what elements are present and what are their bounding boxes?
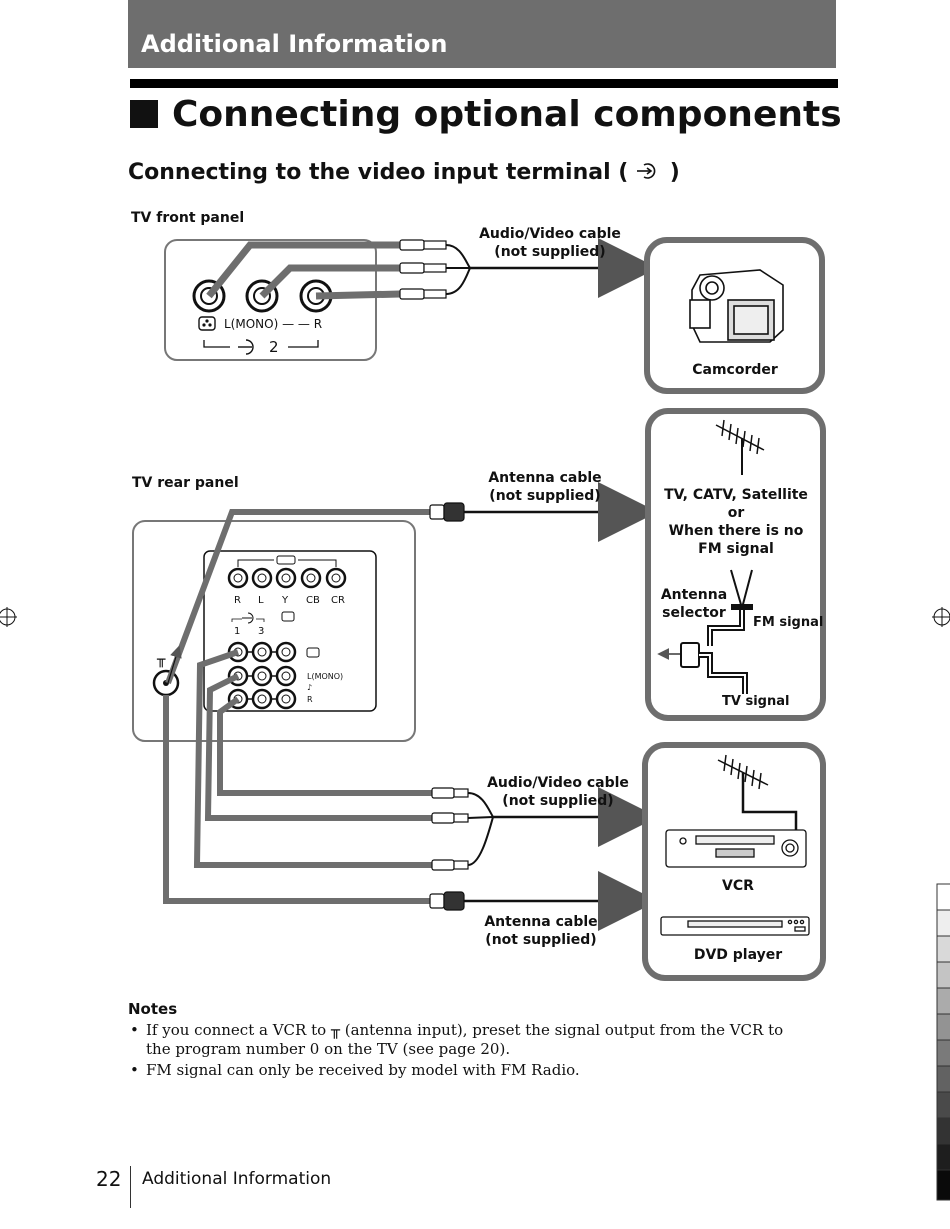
note-item: FM signal can only be received by model … [128,1061,808,1080]
section-subtitle: Connecting to the video input terminal (… [128,160,680,185]
rear-cables [163,509,432,904]
video-input-icon [637,163,656,179]
svg-text:CR: CR [331,595,345,606]
rear-av-jacks [227,641,297,710]
svg-text:L(MONO): L(MONO) [307,672,343,681]
camcorder-label: Camcorder [692,362,778,378]
svg-text:CB: CB [306,595,320,606]
rear-component-jacks [227,567,347,589]
rear-component-labels: R L Y CB CR [234,595,345,606]
roof-antenna-icon-2 [717,754,798,830]
front-cables [206,241,401,300]
camcorder-icon [689,269,784,343]
antenna-source-label: TV, CATV, Satellite or When there is no … [664,487,808,557]
antenna-cable-label-2: Antenna cable(not supplied) [484,914,598,948]
svg-text:L: L [258,595,264,606]
antenna-plug-2 [429,891,465,911]
svg-text:3: 3 [258,626,264,637]
front-rca-plugs [399,239,447,300]
square-bullet-icon [130,100,158,128]
note-item: If you connect a VCR to ╥ (antenna input… [128,1021,808,1059]
dvd-player-label: DVD player [693,947,783,963]
title-rule [130,79,838,88]
roof-antenna-icon-1 [715,419,765,475]
av-cable-label-2: Audio/Video cable(not supplied) [487,775,629,809]
antenna-plug-1 [429,502,465,522]
svg-text:♪: ♪ [307,683,312,692]
antenna-cable-label-1: Antenna cable(not supplied) [488,470,602,504]
front-panel-box [164,239,377,361]
front-panel-label: TV front panel [131,210,245,226]
notes-title: Notes [128,1000,178,1018]
dvd-icon [660,916,810,936]
page-number: 22 [96,1167,122,1191]
rear-rca-plugs [431,787,469,871]
fm-signal-label: FM signal [753,615,824,630]
vcr-label: VCR [722,878,754,894]
rear-jack-panel [203,550,377,712]
front-jack-markings: L(MONO) — — R 2 [198,316,322,356]
rear-panel-box [132,520,416,742]
svg-text:R: R [234,595,241,606]
notes-list: If you connect a VCR to ╥ (antenna input… [128,1021,808,1082]
svg-text:╥: ╥ [156,652,166,668]
antenna-selector-icon [657,569,753,694]
vcr-icon [665,829,807,868]
registration-mark-left [0,607,17,627]
av-cable-label-1: Audio/Video cable(not supplied) [479,226,621,260]
rear-panel-label: TV rear panel [132,475,239,491]
tv-signal-label: TV signal [722,694,790,709]
svg-text:2: 2 [269,338,279,356]
svg-text:R: R [307,695,313,704]
svg-text:L(MONO) — — R: L(MONO) — — R [224,317,322,331]
gray-scale-strip [936,883,950,1201]
footer-section: Additional Information [142,1169,332,1189]
page-title: Connecting optional components [130,94,842,135]
footer-divider [130,1166,131,1208]
registration-mark-right [932,607,950,627]
header-bar [128,0,836,68]
section-header: Additional Information [141,30,448,58]
svg-text:Y: Y [281,595,289,606]
antenna-box [645,408,826,721]
svg-text:1: 1 [234,626,240,637]
